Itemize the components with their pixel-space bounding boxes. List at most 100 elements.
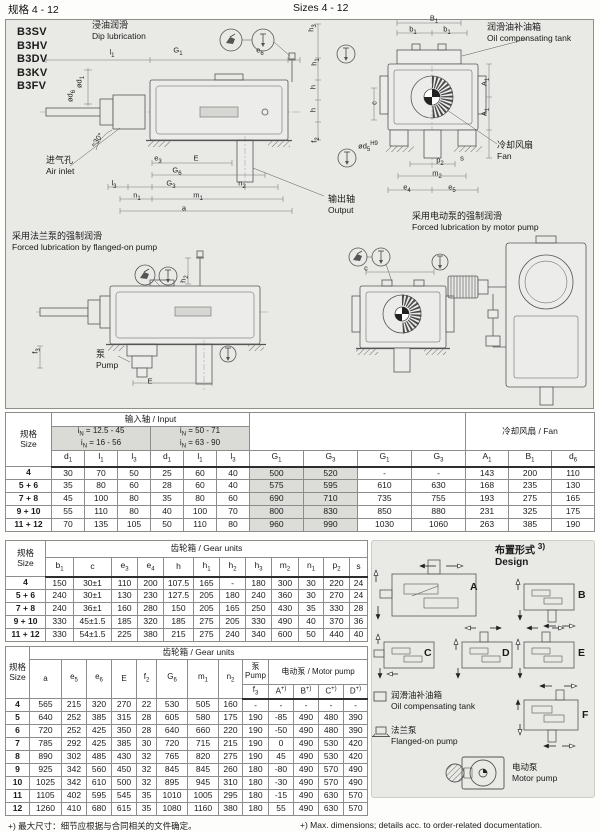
column-header: e5 xyxy=(61,659,87,699)
value-cell: 40 xyxy=(216,466,250,480)
value-cell: 530 xyxy=(318,737,344,751)
value-cell: 275 xyxy=(193,628,220,642)
row-size-cell: 4 xyxy=(5,466,52,480)
value-cell: 230 xyxy=(137,589,164,603)
row-size-cell: 12 xyxy=(5,802,30,816)
value-cell: 36 xyxy=(348,615,369,629)
value-cell: 945 xyxy=(187,776,219,790)
row-size-cell: 9 + 10 xyxy=(5,505,52,519)
value-cell: 28 xyxy=(150,479,184,493)
value-cell: 80 xyxy=(216,518,250,532)
value-cell: 60 xyxy=(117,479,151,493)
row-size-cell: 11 + 12 xyxy=(5,518,52,532)
value-cell: 150 xyxy=(45,576,74,590)
value-cell: 565 xyxy=(29,698,62,712)
value-cell: 490 xyxy=(342,763,369,777)
value-cell: 0 xyxy=(268,737,294,751)
value-cell: 185 xyxy=(163,615,194,629)
value-cell: 490 xyxy=(293,750,319,764)
value-cell: 22 xyxy=(136,698,157,712)
value-cell: 490 xyxy=(293,711,319,725)
value-cell: 600 xyxy=(271,628,299,642)
value-cell: 35 xyxy=(150,492,184,506)
value-cell: 1025 xyxy=(29,776,62,790)
value-cell: 252 xyxy=(61,724,87,738)
value-cell: 1260 xyxy=(29,802,62,816)
blank-header xyxy=(249,412,466,451)
value-cell: 110 xyxy=(111,576,138,590)
fan-group-header: 冷却风扇 / Fan xyxy=(464,412,596,451)
value-cell: 300 xyxy=(271,576,299,590)
value-cell: 402 xyxy=(61,789,87,803)
value-cell: 490 xyxy=(293,737,319,751)
value-cell: 350 xyxy=(111,724,137,738)
value-cell: 765 xyxy=(156,750,188,764)
value-cell: 36±1 xyxy=(73,602,112,616)
value-cell: 385 xyxy=(508,518,552,532)
row-size-cell: 7 + 8 xyxy=(5,602,46,616)
value-cell: 500 xyxy=(111,776,137,790)
value-cell: 302 xyxy=(61,750,87,764)
value-cell: 110 xyxy=(183,518,217,532)
value-cell: 1060 xyxy=(411,518,466,532)
value-cell: 40 xyxy=(216,479,250,493)
column-header: e4 xyxy=(137,557,164,578)
value-cell: 263 xyxy=(465,518,509,532)
value-cell: 1080 xyxy=(156,802,188,816)
value-cell: 310 xyxy=(218,776,243,790)
value-cell: 425 xyxy=(86,737,112,751)
value-cell: 168 xyxy=(465,479,509,493)
value-cell: 32 xyxy=(136,750,157,764)
value-cell: 200 xyxy=(508,466,552,480)
value-cell: 1010 xyxy=(156,789,188,803)
value-cell: 80 xyxy=(117,492,151,506)
value-cell: 55 xyxy=(51,505,85,519)
value-cell: 70 xyxy=(216,505,250,519)
value-cell: 575 xyxy=(249,479,304,493)
design-title-en: Design xyxy=(495,556,529,568)
value-cell: 615 xyxy=(111,802,137,816)
value-cell: 570 xyxy=(318,776,344,790)
value-cell: 520 xyxy=(303,466,358,480)
value-cell: 560 xyxy=(86,763,112,777)
legend-oil-tank: 润滑油补油箱 Oil compensating tank xyxy=(391,690,475,711)
value-cell: 530 xyxy=(156,698,188,712)
value-cell: 1160 xyxy=(187,802,219,816)
row-size-cell: 5 + 6 xyxy=(5,479,52,493)
value-cell: 185 xyxy=(111,615,138,629)
value-cell: 215 xyxy=(61,698,87,712)
value-cell: 205 xyxy=(193,589,220,603)
value-cell: 28 xyxy=(136,711,157,725)
value-cell: 610 xyxy=(86,776,112,790)
value-cell: 130 xyxy=(111,589,138,603)
row-size-cell: 11 + 12 xyxy=(5,628,46,642)
value-cell: 390 xyxy=(342,724,369,738)
value-cell: 160 xyxy=(111,602,138,616)
value-cell: 410 xyxy=(61,802,87,816)
value-cell: 270 xyxy=(111,698,137,712)
design-title: 布置形式 3) Design xyxy=(495,541,545,568)
design-letter-c: C xyxy=(424,647,432,659)
value-cell: 30 xyxy=(298,576,324,590)
value-cell: 30 xyxy=(298,589,324,603)
value-cell: 330 xyxy=(323,602,350,616)
value-cell: 800 xyxy=(249,505,304,519)
value-cell: 580 xyxy=(187,711,219,725)
value-cell: 50 xyxy=(298,628,324,642)
value-cell: 630 xyxy=(318,802,344,816)
value-cell: 490 xyxy=(293,802,319,816)
value-cell: 80 xyxy=(84,479,118,493)
row-size-cell: 8 xyxy=(5,750,30,764)
value-cell: 420 xyxy=(342,737,369,751)
design-letter-d: D xyxy=(502,647,510,659)
value-cell: 107.5 xyxy=(163,576,194,590)
column-header: n1 xyxy=(298,557,324,578)
value-cell: 360 xyxy=(271,589,299,603)
value-cell: 175 xyxy=(550,505,596,519)
